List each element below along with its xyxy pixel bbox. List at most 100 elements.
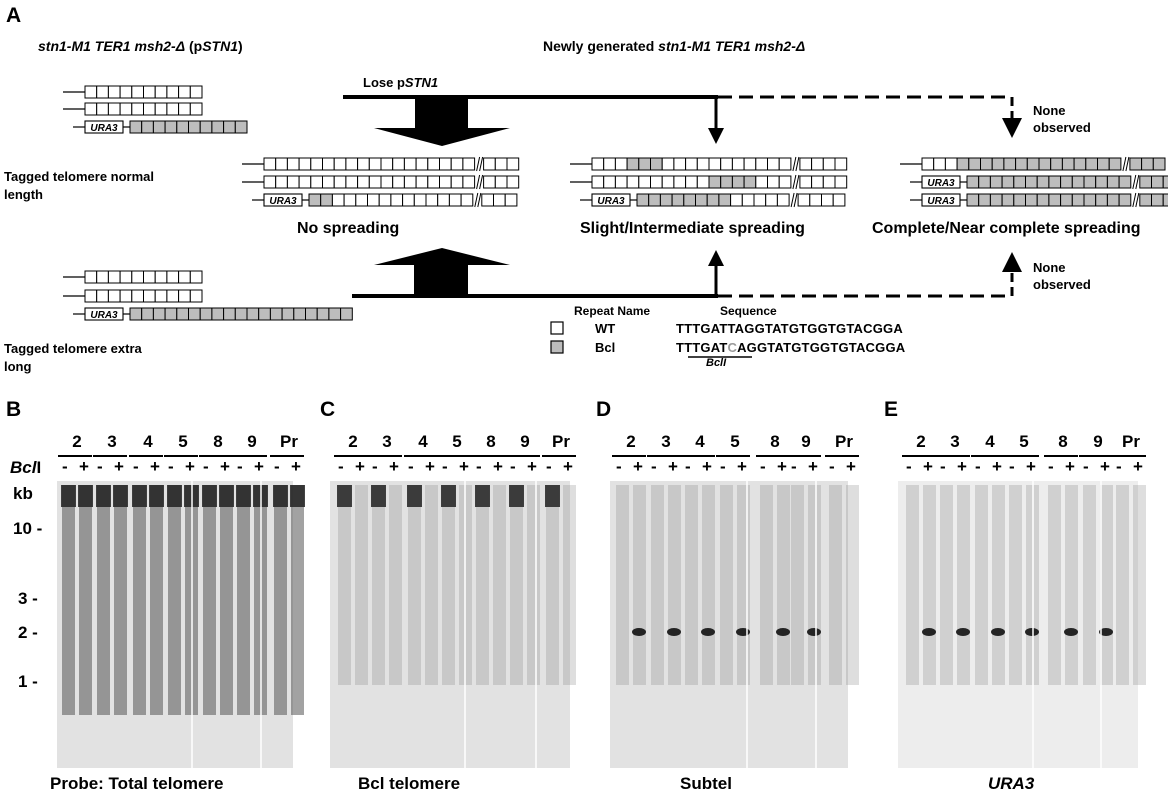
minus-label: - — [546, 457, 552, 476]
well-band — [253, 485, 268, 507]
lane-underline — [681, 455, 715, 457]
lane-label: Pr — [1122, 432, 1140, 451]
lane-label: 8 — [486, 432, 496, 451]
ura3-box — [263, 193, 303, 207]
minus-label: - — [791, 457, 797, 476]
probe-total-telomere: Probe: Total telomere — [50, 774, 224, 793]
plus-label: + — [702, 457, 712, 476]
lane-underline — [716, 455, 750, 457]
lane-smear — [957, 485, 970, 685]
minus-label: - — [476, 457, 482, 476]
lane-underline — [971, 455, 1005, 457]
lane-underline — [825, 455, 859, 457]
minus-label: - — [1048, 457, 1054, 476]
lane-underline — [787, 455, 821, 457]
lane-underline — [438, 455, 472, 457]
ura3-label: URA3 — [269, 196, 297, 207]
lane-label: 4 — [985, 432, 995, 451]
slight-spreading-arrow-up — [708, 250, 724, 266]
lane-smear — [923, 485, 936, 685]
panel-letter-e: E — [884, 398, 899, 421]
legend-bcli-site: BclI — [706, 357, 727, 369]
lane-label: Pr — [280, 432, 298, 451]
lane-label: 4 — [418, 432, 428, 451]
lane-smear — [389, 485, 402, 685]
lane-smear — [185, 485, 198, 715]
plus-label: + — [777, 457, 787, 476]
southern-blots — [57, 481, 1146, 768]
lane-smear — [510, 485, 523, 685]
lane-smear — [220, 485, 233, 715]
lane-smear — [760, 485, 773, 685]
well-band — [202, 485, 217, 507]
plus-label: + — [957, 457, 967, 476]
telomere-array: URA3 — [910, 174, 1168, 190]
well-band — [290, 485, 305, 507]
lane-smear — [408, 485, 421, 685]
legend-wt-box — [550, 321, 564, 335]
plus-label: + — [425, 457, 435, 476]
lane-underline — [199, 455, 233, 457]
plus-label: + — [150, 457, 160, 476]
2kb-band — [776, 628, 790, 636]
lane-label: 4 — [143, 432, 153, 451]
lane-smear — [1065, 485, 1078, 685]
minus-label: - — [338, 457, 344, 476]
panel-letter-c: C — [320, 398, 336, 421]
legend-bcl-sequence: TTTGATCAGGTATGTGGTGTACGGA — [676, 340, 906, 355]
ura3-box — [84, 307, 124, 321]
telomere-array — [63, 85, 203, 99]
blot-panel-c — [330, 481, 576, 768]
lane-underline — [506, 455, 540, 457]
outcome-slight-spreading: Slight/Intermediate spreading — [580, 220, 805, 237]
well-band — [371, 485, 386, 507]
telomere-array: URA3 — [580, 192, 846, 208]
lane-smear — [651, 485, 664, 685]
2kb-band — [1025, 628, 1039, 636]
legend-sequence-header: Sequence — [720, 304, 777, 318]
lane-smear — [563, 485, 576, 685]
lane-label: 9 — [520, 432, 530, 451]
telomere-array — [63, 270, 203, 284]
minus-label: - — [760, 457, 766, 476]
well-band — [61, 485, 76, 507]
plus-label: + — [1100, 457, 1110, 476]
lane-smear — [829, 485, 842, 685]
lane-underline — [1079, 455, 1113, 457]
minus-label: - — [1009, 457, 1015, 476]
lane-underline — [334, 455, 368, 457]
well-band — [167, 485, 182, 507]
lane-label: 3 — [107, 432, 117, 451]
minus-label: - — [975, 457, 981, 476]
telomere-array — [242, 174, 520, 190]
outcome-no-spreading: No spreading — [297, 220, 400, 237]
ura3-box — [921, 175, 961, 189]
lane-underline — [612, 455, 646, 457]
lane-smear — [616, 485, 629, 685]
well-band — [219, 485, 234, 507]
lane-smear — [1133, 485, 1146, 685]
well-band — [337, 485, 352, 507]
lane-label: 8 — [213, 432, 223, 451]
lane-label: 8 — [1058, 432, 1068, 451]
plus-label: + — [737, 457, 747, 476]
telomere-array — [570, 174, 848, 190]
panel-letter-b: B — [6, 398, 22, 421]
minus-label: - — [168, 457, 174, 476]
plus-label: + — [185, 457, 195, 476]
minus-label: - — [237, 457, 243, 476]
well-band — [273, 485, 288, 507]
ladder-marker: 10 - — [13, 519, 43, 538]
lane-smear — [168, 485, 181, 715]
lane-smear — [975, 485, 988, 685]
plus-label: + — [992, 457, 1002, 476]
minus-label: - — [442, 457, 448, 476]
lane-label: 4 — [695, 432, 705, 451]
minus-label: - — [1116, 457, 1122, 476]
probe-bcl-telomere: Bcl telomere — [358, 774, 461, 793]
plus-label: + — [1026, 457, 1036, 476]
2kb-band — [701, 628, 715, 636]
